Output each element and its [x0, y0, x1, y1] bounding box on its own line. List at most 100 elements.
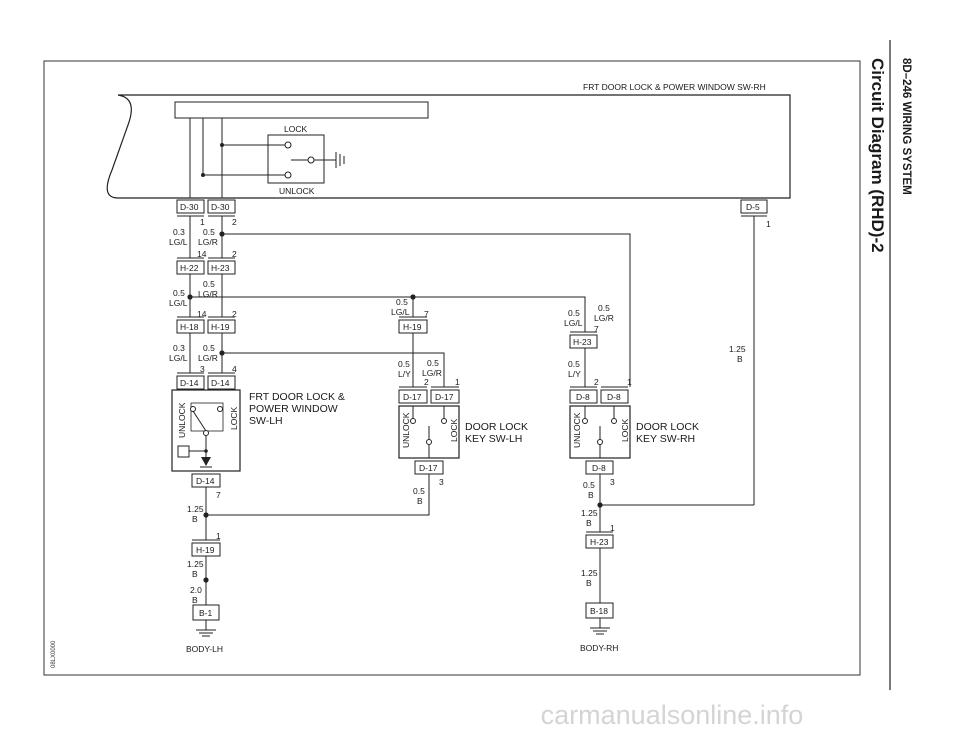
- svg-text:D-17: D-17: [419, 463, 438, 473]
- svg-text:B-18: B-18: [590, 606, 608, 616]
- wire-spec: 1.25B: [187, 504, 204, 524]
- svg-text:H-23: H-23: [590, 537, 609, 547]
- frt-door-lock-power-window-sw-rh: FRT DOOR LOCK & POWER WINDOW SW-RH LOCK …: [106, 82, 791, 199]
- connector-d17-b[interactable]: D-17: [430, 386, 460, 404]
- svg-text:LG/L: LG/L: [564, 318, 583, 328]
- svg-text:LG/R: LG/R: [198, 289, 218, 299]
- connector-h18[interactable]: H-18: [176, 316, 205, 334]
- svg-text:LG/L: LG/L: [391, 307, 410, 317]
- ground-symbols: [196, 627, 610, 637]
- svg-text:1.25: 1.25: [581, 508, 598, 518]
- svg-text:LG/R: LG/R: [198, 237, 218, 247]
- page-title: Circuit Diagram (RHD)-2: [868, 58, 887, 253]
- connector-d14-c[interactable]: D-14: [191, 470, 221, 488]
- svg-text:LG/L: LG/L: [169, 353, 188, 363]
- body-rh-label: BODY-RH: [580, 643, 618, 653]
- connector-b18[interactable]: B-18: [585, 602, 614, 619]
- svg-text:D-30: D-30: [180, 202, 199, 212]
- pin-number: 14: [197, 249, 207, 259]
- svg-text:D-14: D-14: [211, 378, 230, 388]
- svg-text:1.25: 1.25: [187, 504, 204, 514]
- svg-text:1.25: 1.25: [729, 344, 746, 354]
- lh-switch-body: [171, 389, 241, 472]
- wire-spec: 0.5B: [583, 480, 595, 500]
- side-header: 8D–246 WIRING SYSTEM Circuit Diagram (RH…: [868, 40, 912, 690]
- wire-spec: 0.5L/Y: [398, 359, 411, 379]
- connector-d14-a[interactable]: D-14: [176, 372, 205, 390]
- svg-text:0.5: 0.5: [398, 359, 410, 369]
- ground-icon: [590, 627, 610, 635]
- svg-text:D-8: D-8: [607, 392, 621, 402]
- connector-d30-b[interactable]: D-30: [207, 199, 236, 217]
- svg-text:D-30: D-30: [211, 202, 230, 212]
- connector-h23-a[interactable]: H-23: [207, 257, 236, 275]
- connector-d8-b[interactable]: D-8: [600, 386, 629, 404]
- svg-text:0.5: 0.5: [413, 486, 425, 496]
- rh-switch-label: FRT DOOR LOCK & POWER WINDOW SW-RH: [583, 82, 766, 92]
- svg-text:0.3: 0.3: [173, 343, 185, 353]
- wire-spec: 0.5LG/R: [198, 279, 218, 299]
- connector-h23-c[interactable]: H-23: [585, 531, 614, 549]
- key-rh-label-1: DOOR LOCK: [636, 421, 699, 433]
- wire-spec: 1.25B: [187, 559, 204, 579]
- svg-text:2.0: 2.0: [190, 585, 202, 595]
- connector-d14-b[interactable]: D-14: [207, 372, 236, 390]
- pin-number: 1: [627, 377, 632, 387]
- pin-number: 4: [232, 364, 237, 374]
- wire-lgl-to-h23: [190, 296, 586, 332]
- connector-d5[interactable]: D-5: [740, 199, 768, 217]
- svg-text:0.5: 0.5: [173, 288, 185, 298]
- svg-text:B: B: [588, 490, 594, 500]
- door-lock-key-sw-rh: UNLOCK LOCK DOOR LOCK KEY SW-RH: [569, 405, 699, 459]
- connector-h22[interactable]: H-22: [176, 257, 205, 275]
- junction-dots: [187, 231, 603, 583]
- wire-spec: 0.5LG/R: [594, 303, 614, 323]
- lh-switch-label-1: FRT DOOR LOCK &: [249, 391, 345, 403]
- wire-spec: 0.5LG/R: [198, 343, 218, 363]
- wires: [189, 216, 755, 630]
- pin-number: 1: [200, 217, 205, 227]
- connector-d17-a[interactable]: D-17: [398, 386, 428, 404]
- svg-text:B: B: [737, 354, 743, 364]
- rh-switch-panel: [174, 101, 429, 119]
- pin-number: 2: [232, 309, 237, 319]
- rh-lock-switch: [267, 134, 325, 184]
- svg-text:H-23: H-23: [211, 263, 230, 273]
- connectors: D-30 D-30 D-5 H-22 H-23 H-18: [176, 199, 768, 621]
- svg-text:B: B: [192, 595, 198, 605]
- connector-h19-c[interactable]: H-19: [191, 539, 221, 557]
- svg-text:0.5: 0.5: [568, 359, 580, 369]
- connector-b1[interactable]: B-1: [192, 604, 220, 621]
- wire-spec: 0.5LG/R: [198, 227, 218, 247]
- door-lock-key-sw-lh: UNLOCK LOCK DOOR LOCK KEY SW-LH: [398, 405, 528, 459]
- svg-text:D-8: D-8: [576, 392, 590, 402]
- wire-spec: 0.3LG/L: [169, 227, 188, 247]
- key-lh-label-2: KEY SW-LH: [465, 433, 522, 445]
- svg-text:LG/R: LG/R: [198, 353, 218, 363]
- pin-number: 3: [610, 477, 615, 487]
- connector-h19-b[interactable]: H-19: [398, 316, 428, 334]
- wire-lgr-to-d8: [222, 233, 631, 387]
- svg-text:L/Y: L/Y: [398, 369, 411, 379]
- wire-spec: 0.5LG/R: [422, 358, 442, 378]
- svg-text:LG/R: LG/R: [422, 368, 442, 378]
- connector-d8-a[interactable]: D-8: [569, 386, 598, 404]
- svg-text:L/Y: L/Y: [568, 369, 581, 379]
- connector-h19-a[interactable]: H-19: [207, 316, 236, 334]
- wire-spec: 0.5B: [413, 486, 425, 506]
- pin-number: 1: [766, 219, 771, 229]
- pin-number: 14: [197, 309, 207, 319]
- pin-numbers: 1 2 1 14 2 14 2 7 7 3 4 2 1 2 1 7 3 3 1 …: [197, 217, 771, 541]
- connector-h23-b[interactable]: H-23: [569, 331, 598, 349]
- connector-d17-c[interactable]: D-17: [414, 457, 444, 475]
- pin-number: 2: [594, 377, 599, 387]
- connector-d30-a[interactable]: D-30: [176, 199, 205, 217]
- pin-number: 7: [424, 309, 429, 319]
- pin-number: 1: [455, 377, 460, 387]
- svg-text:1.25: 1.25: [581, 568, 598, 578]
- svg-text:LG/L: LG/L: [169, 298, 188, 308]
- pin-number: 3: [200, 364, 205, 374]
- svg-text:LG/L: LG/L: [169, 237, 188, 247]
- connector-d8-c[interactable]: D-8: [585, 457, 614, 475]
